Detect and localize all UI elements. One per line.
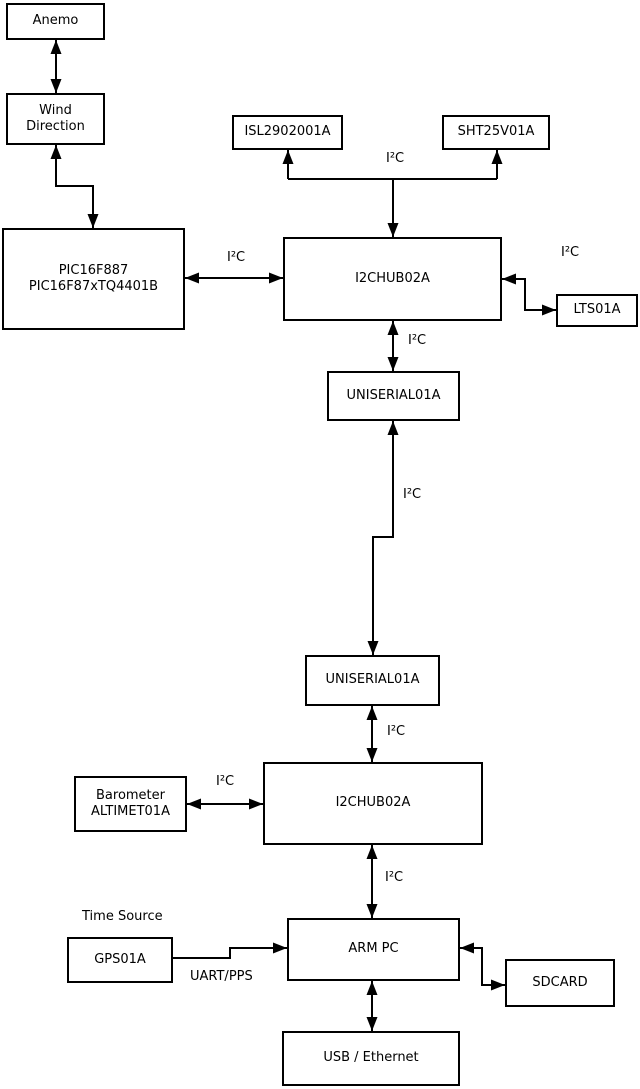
arrowhead-icon xyxy=(366,706,378,720)
arrowhead-icon xyxy=(460,942,474,954)
edge-hub2-armpc xyxy=(366,845,378,918)
arrowhead-icon xyxy=(282,150,294,164)
label-i2c-uniserial-hub2: I²C xyxy=(387,724,406,739)
edge-uniserial2-hub2 xyxy=(366,706,378,762)
label-i2c-hub1-lts: I²C xyxy=(561,245,580,260)
arrowhead-icon xyxy=(269,272,283,284)
node-label: GPS01A xyxy=(94,951,146,967)
node-uniserial01a-1: UNISERIAL01A xyxy=(327,371,460,421)
edge-pic-hub1 xyxy=(185,272,283,284)
node-lts01a: LTS01A xyxy=(556,294,638,327)
node-label: I2CHUB02A xyxy=(335,795,411,811)
edge-bus-to-isl xyxy=(282,150,294,179)
node-anemo: Anemo xyxy=(6,3,105,40)
arrowhead-icon xyxy=(542,304,556,316)
node-label: SDCARD xyxy=(532,974,588,990)
label-i2c-long-link: I²C xyxy=(403,487,422,502)
edge-armpc-usb xyxy=(366,981,378,1031)
node-label: Wind xyxy=(39,102,72,118)
arrowhead-icon xyxy=(185,272,199,284)
node-label: UNISERIAL01A xyxy=(346,387,441,403)
arrowhead-icon xyxy=(491,979,505,991)
edge-hub1-uniserial1 xyxy=(387,321,399,371)
label-uart-pps: UART/PPS xyxy=(190,969,253,984)
arrowhead-icon xyxy=(50,40,62,54)
label-i2c-hub1-uniserial: I²C xyxy=(408,333,427,348)
node-i2chub02a-2: I2CHUB02A xyxy=(263,762,483,845)
label-i2c-pic-hub: I²C xyxy=(227,250,246,265)
node-label: PIC16F887 xyxy=(58,262,129,278)
edge-anemo-wind xyxy=(50,40,62,93)
arrowhead-icon xyxy=(273,942,287,954)
arrowhead-icon xyxy=(491,150,503,164)
node-label: ALTIMET01A xyxy=(91,804,170,819)
arrowhead-icon xyxy=(50,79,62,93)
label-i2c-barometer-hub2: I²C xyxy=(216,774,235,789)
arrowhead-icon xyxy=(366,845,378,859)
node-label: Direction xyxy=(26,119,85,134)
edge-gps-armpc xyxy=(173,942,287,959)
node-label: ARM PC xyxy=(348,941,399,957)
edge-bus-to-hub1 xyxy=(387,179,399,237)
node-label: USB / Ethernet xyxy=(323,1050,419,1066)
node-sdcard: SDCARD xyxy=(505,959,615,1007)
edge-barometer-hub2 xyxy=(187,798,263,810)
arrowhead-icon xyxy=(187,798,201,810)
edge-bus-to-sht xyxy=(491,150,503,179)
arrowhead-icon xyxy=(87,214,99,228)
arrowhead-icon xyxy=(502,273,516,285)
label-i2c-sensor-bus: I²C xyxy=(386,151,405,166)
edge-wind-pic xyxy=(50,145,99,228)
label-time-source: Time Source xyxy=(82,909,163,924)
label-i2c-hub2-armpc: I²C xyxy=(385,870,404,885)
arrowhead-icon xyxy=(387,321,399,335)
arrowhead-icon xyxy=(366,904,378,918)
node-label: LTS01A xyxy=(573,302,621,318)
node-label: Anemo xyxy=(32,13,79,29)
arrowhead-icon xyxy=(387,421,399,435)
arrowhead-icon xyxy=(367,641,379,655)
node-label: SHT25V01A xyxy=(457,124,535,140)
node-gps01a: GPS01A xyxy=(67,937,173,983)
node-label: I2CHUB02A xyxy=(355,270,430,286)
node-sht25v01a: SHT25V01A xyxy=(442,115,550,150)
node-label: PIC16F87xTQ4401B xyxy=(28,279,159,294)
arrowhead-icon xyxy=(366,1017,378,1031)
node-label: Barometer xyxy=(96,787,165,803)
arrowhead-icon xyxy=(387,357,399,371)
node-isl2902001a: ISL2902001A xyxy=(232,115,343,150)
arrowhead-icon xyxy=(249,798,263,810)
arrowhead-icon xyxy=(387,223,399,237)
arrowhead-icon xyxy=(366,981,378,995)
node-label: UNISERIAL01A xyxy=(325,672,420,688)
edge-uniserial1-uniserial2 xyxy=(367,421,399,655)
node-label: ISL2902001A xyxy=(244,124,331,140)
arrowhead-icon xyxy=(366,748,378,762)
edge-hub1-lts xyxy=(502,273,556,316)
node-uniserial01a-2: UNISERIAL01A xyxy=(305,655,440,706)
node-usb-ethernet: USB / Ethernet xyxy=(282,1031,460,1086)
node-i2chub02a-1: I2CHUB02A xyxy=(283,237,502,321)
arrowhead-icon xyxy=(50,145,62,159)
node-arm-pc: ARM PC xyxy=(287,918,460,981)
edge-armpc-sdcard xyxy=(460,942,505,991)
